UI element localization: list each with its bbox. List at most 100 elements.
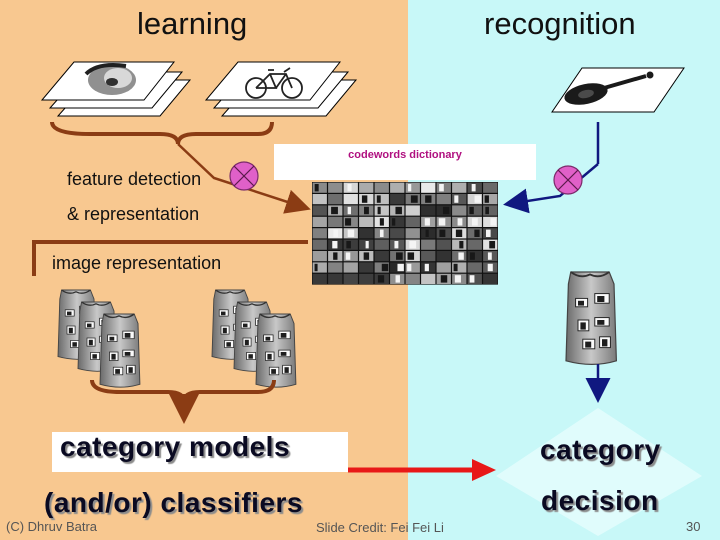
recognition-arrow	[503, 163, 599, 214]
codeword-patch-stroke	[377, 206, 381, 215]
codeword-patch-stroke	[381, 263, 389, 272]
codeword-patch	[374, 205, 389, 216]
codewords-dictionary-box: codewords dictionary	[274, 144, 536, 180]
bicycle-image-stack	[204, 61, 358, 117]
classifiers-label: (and/or) classifiers	[44, 487, 303, 518]
codeword-patch	[405, 216, 420, 227]
codeword-patch-stroke	[347, 229, 355, 237]
codeword-patch-stroke	[409, 241, 417, 249]
feature-detection-label: feature detection	[67, 169, 202, 189]
codeword-patch	[312, 273, 327, 284]
codeword-patch	[436, 262, 451, 273]
codeword-patch-stroke	[474, 195, 482, 203]
codeword-patch	[452, 194, 467, 205]
codeword-patch-stroke	[365, 241, 369, 249]
codeword-patch	[359, 228, 374, 239]
bag-of-words-recognition	[565, 271, 618, 365]
codeword-patch-stroke	[438, 218, 446, 226]
codeword-patch-stroke	[391, 218, 396, 226]
codeword-patch-stroke	[474, 229, 480, 237]
violin-icon	[564, 71, 654, 105]
codeword-patch	[343, 194, 358, 205]
codeword-patch-stroke	[469, 206, 474, 215]
codeword-patch	[405, 273, 420, 284]
author-credit: (C) Dhruv Batra	[6, 519, 98, 534]
codeword-patch	[467, 273, 482, 284]
codeword-patch	[374, 182, 389, 193]
codeword-patch	[343, 251, 358, 262]
codeword-patch-stroke	[469, 275, 475, 283]
codeword-patch	[359, 216, 374, 227]
codeword-patch	[405, 182, 420, 193]
page-number: 30	[686, 519, 701, 534]
codeword-patch	[374, 262, 389, 273]
slide-credit: Slide Credit: Fei Fei Li	[316, 520, 444, 535]
codeword-patch	[312, 239, 327, 250]
codeword-patch-stroke	[333, 252, 338, 260]
learning-detector-icon	[229, 161, 259, 191]
image-representation-bracket	[32, 240, 308, 276]
codeword-patch	[359, 262, 374, 273]
codeword-patch	[421, 273, 436, 284]
codeword-patch-stroke	[345, 218, 352, 226]
codeword-patch	[421, 251, 436, 262]
codeword-patch-stroke	[394, 241, 399, 249]
decision-label: decision	[541, 485, 659, 516]
codeword-patch	[483, 182, 498, 193]
codeword-patch	[328, 216, 343, 227]
codeword-patch-stroke	[364, 206, 369, 215]
codeword-patch	[436, 194, 451, 205]
codeword-patch	[421, 205, 436, 216]
codeword-patch	[467, 205, 482, 216]
bag-of-words-group-middle	[211, 289, 297, 388]
learning-images-brace	[50, 121, 274, 145]
codeword-patch-stroke	[442, 206, 450, 215]
codeword-patch	[436, 239, 451, 250]
codeword-patch	[483, 205, 498, 216]
codeword-patch-stroke	[396, 252, 403, 260]
codeword-patch	[405, 228, 420, 239]
codeword-patch	[390, 182, 405, 193]
codeword-patch	[312, 262, 327, 273]
codeword-patch	[328, 194, 343, 205]
bicycle-icon	[245, 67, 303, 99]
codeword-patch-stroke	[489, 241, 496, 249]
codeword-patch	[374, 251, 389, 262]
image-representation-label: image representation	[52, 253, 222, 273]
codeword-patch	[390, 216, 405, 227]
codeword-patch-stroke	[314, 184, 319, 192]
recognition-heading: recognition	[484, 6, 636, 41]
recognition-detector-icon	[553, 165, 583, 195]
codeword-patch	[390, 228, 405, 239]
category-models-label: category models	[60, 431, 291, 462]
codeword-patch	[483, 273, 498, 284]
codeword-patch-stroke	[454, 275, 461, 283]
codeword-patch	[390, 194, 405, 205]
codeword-patch-stroke	[407, 263, 412, 272]
codeword-patch-stroke	[363, 252, 370, 260]
codeword-patch-stroke	[425, 229, 429, 237]
bag-icon	[565, 271, 618, 365]
codeword-patch-stroke	[361, 195, 368, 203]
face-image-stack	[40, 61, 192, 117]
codeword-patch-stroke	[471, 218, 478, 226]
codeword-patch	[421, 182, 436, 193]
learning-heading: learning	[137, 6, 248, 41]
representation-label: & representation	[67, 204, 200, 224]
codeword-patch-stroke	[424, 263, 429, 272]
codeword-patch	[405, 262, 420, 273]
codeword-patch-stroke	[410, 195, 418, 203]
codeword-patch-stroke	[424, 218, 430, 226]
codeword-patch	[452, 239, 467, 250]
codeword-patch-stroke	[347, 184, 352, 192]
codeword-patch-stroke	[408, 184, 412, 192]
codeword-patch-stroke	[459, 241, 464, 249]
codeword-patch-stroke	[332, 241, 338, 249]
feature-detection-arrow	[177, 143, 311, 214]
codeword-patch-stroke	[347, 206, 352, 215]
codeword-patch-stroke	[471, 184, 476, 192]
codeword-patch-stroke	[487, 252, 492, 260]
bag-of-words-group-left	[57, 289, 141, 388]
codeword-patch-stroke	[453, 263, 458, 272]
